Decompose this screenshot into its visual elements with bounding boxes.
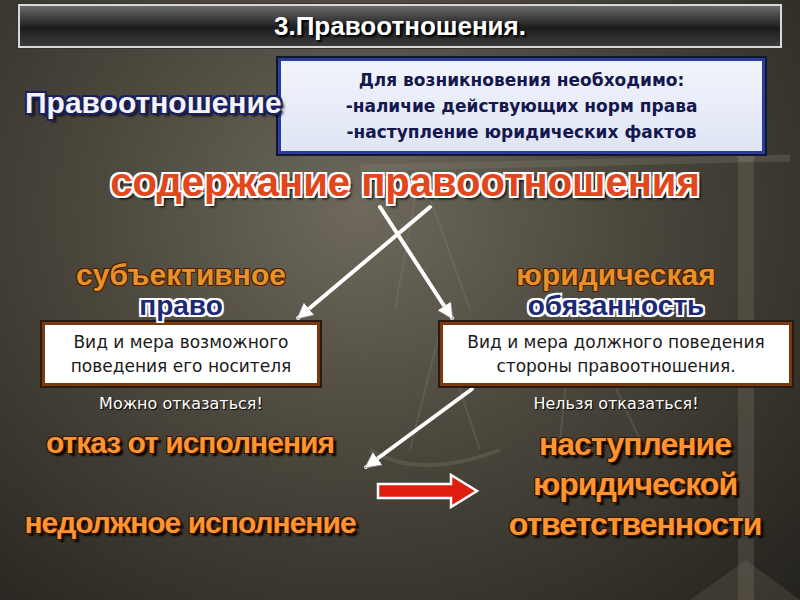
heading-text: юридическая [443,259,789,291]
box-heading: субъективноеправо [45,259,317,321]
connector-arrow [366,389,472,467]
node-text: -наступление юридических фактов [291,119,752,145]
node-text: содержание правоотношения [90,160,720,205]
node-text: Для возникновения необходимо: [291,67,752,93]
node-text: Вид и мера должного поведения стороны пр… [449,330,783,378]
node-text: отказ от исполнения [20,425,360,461]
condition-box: Для возникновения необходимо:-наличие де… [278,58,765,154]
node-text: -наличие действующих норм права [291,93,752,119]
box-heading: юридическаяобязанность [443,259,789,321]
violation-text: отказ от исполнения недолжное исполнение [20,425,360,541]
heading-text: субъективное [45,259,317,291]
liability-text: наступление юридической ответственности [485,424,785,544]
node-text: Вид и мера возможного поведения его носи… [51,330,311,378]
node-text: недолжное исполнение [20,505,360,541]
heading-text: обязанность [443,291,789,321]
connector-arrow [298,207,430,318]
note-label: Нельзя отказаться! [440,394,792,413]
node-text: наступление юридической ответственности [485,424,785,544]
right-box: субъективноеправоВид и мера возможного п… [42,322,320,386]
content-heading: содержание правоотношения [90,160,720,205]
connector-arrow [380,207,452,318]
title-text: 3.Правоотношения. [274,11,526,42]
relation-label: Правоотношение [25,86,282,120]
heading-text: право [45,291,317,321]
block-arrow [378,475,477,507]
note-label: Можно отказаться! [42,394,320,413]
title-bar: 3.Правоотношения. [18,4,782,48]
duty-box: юридическаяобязанностьВид и мера должног… [440,322,792,386]
